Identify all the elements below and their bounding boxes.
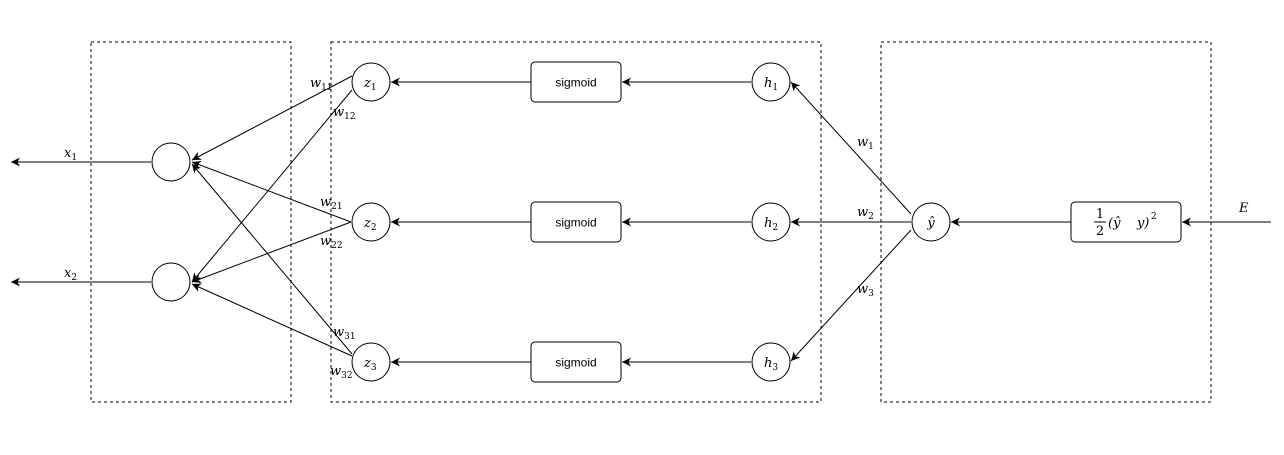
z3-label: z3 (363, 356, 377, 373)
sigmoid-box-1 (530, 61, 622, 103)
sigmoid-label-2: sigmoid (555, 216, 596, 230)
z2-label: z2 (363, 216, 377, 233)
edge-z2-in1 (191, 160, 352, 223)
loss-denominator: 2 (1096, 224, 1104, 239)
edge-z3-in2 (191, 283, 353, 357)
h1-node (751, 62, 791, 102)
input-node-2 (151, 262, 191, 302)
h2-label: h2 (764, 216, 778, 233)
loss-box (1070, 201, 1182, 243)
input-node-1 (151, 142, 191, 182)
edge-z1-in1 (191, 75, 353, 161)
x2-label: x2 (64, 266, 77, 283)
h1-label: h1 (764, 76, 778, 93)
input-layer-frame (90, 41, 292, 403)
hidden-layer-frame (330, 41, 822, 403)
x1-label: x1 (64, 146, 77, 163)
z3-node (351, 342, 391, 382)
edge-z2-in2 (191, 221, 352, 284)
h2-node (751, 202, 791, 242)
w1-label: w1 (857, 135, 874, 152)
w3-label: w3 (857, 282, 874, 299)
sigmoid-box-2 (530, 201, 622, 243)
loss-exponent: 2 (1151, 212, 1157, 222)
z1-label: z1 (363, 76, 377, 93)
sigmoid-label-3: sigmoid (555, 356, 596, 370)
yhat-label: ŷ (926, 216, 935, 231)
w22-label: w22 (320, 234, 343, 251)
w32-label: w32 (330, 364, 353, 381)
loss-body: (ŷ y) (1108, 216, 1149, 231)
z2-node (351, 202, 391, 242)
edge-z1-in2 (191, 89, 353, 283)
h3-node (751, 342, 791, 382)
yhat-node (911, 202, 951, 242)
w21-label: w21 (320, 195, 343, 212)
w31-label: w31 (333, 325, 356, 342)
sigmoid-box-3 (530, 341, 622, 383)
loss-formula: 1 2 (ŷ y) 2 (1094, 207, 1157, 239)
edge-yhat-h1 (790, 81, 912, 215)
sigmoid-label-1: sigmoid (555, 76, 596, 90)
w11-label: w11 (310, 76, 333, 93)
w12-label: w12 (333, 105, 356, 122)
h3-label: h3 (764, 356, 778, 373)
loss-numerator: 1 (1096, 207, 1104, 222)
w2-label: w2 (857, 205, 874, 222)
z1-node (351, 62, 391, 102)
edge-z3-in1 (191, 163, 353, 355)
error-label: E (1238, 201, 1249, 216)
edge-yhat-h3 (790, 229, 912, 362)
